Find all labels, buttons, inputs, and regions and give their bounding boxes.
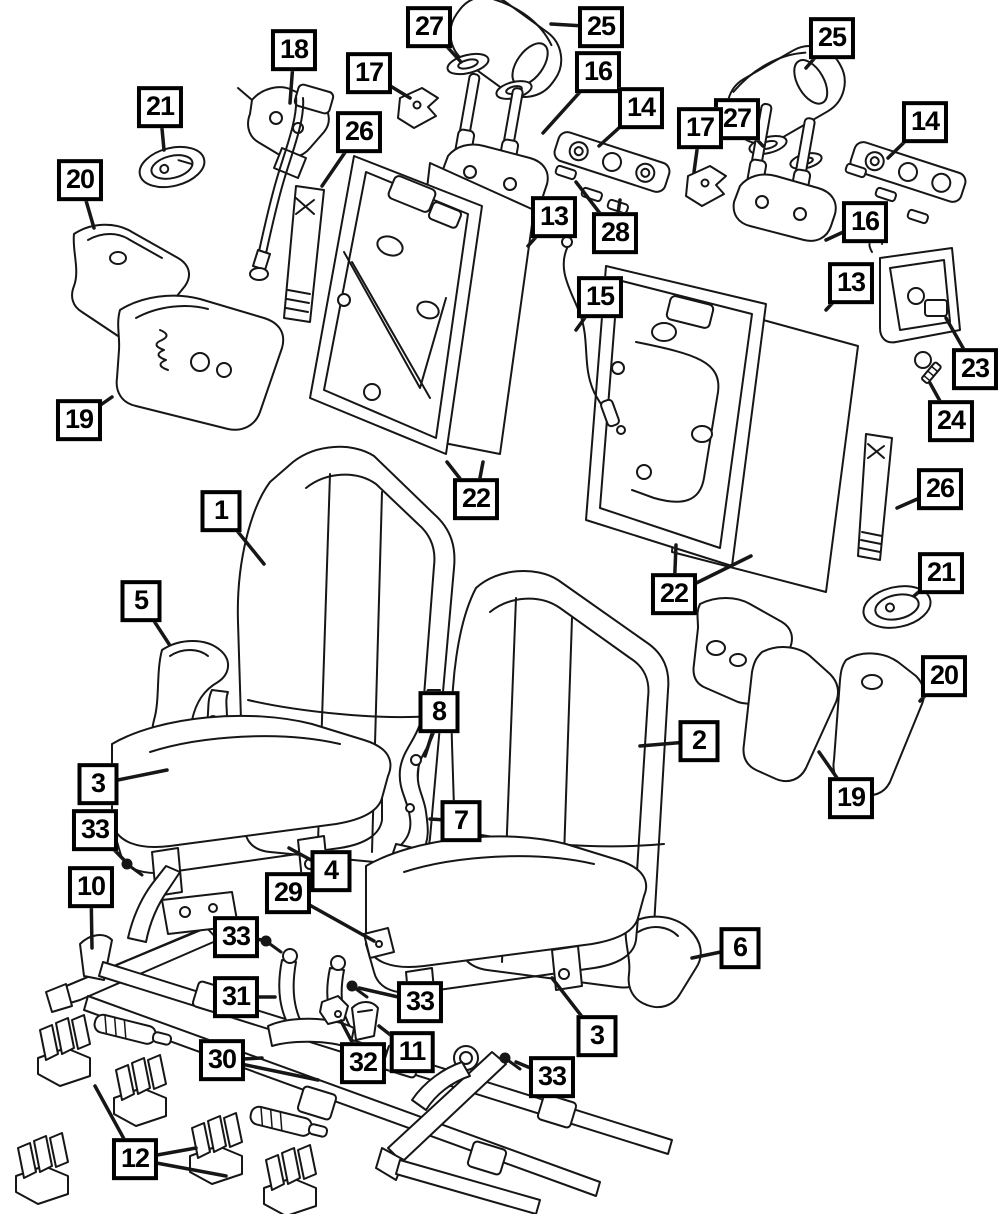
callout-29: 29 — [264, 872, 312, 914]
callout-30: 30 — [198, 1039, 246, 1081]
screw-icon — [260, 935, 283, 954]
isofix-guide-art — [113, 1054, 167, 1127]
seatback-frame-left-art — [309, 155, 535, 455]
release-cable-art — [561, 236, 626, 435]
callout-20: 20 — [920, 655, 968, 697]
callout-13: 13 — [530, 196, 578, 238]
seat-latch-release-art — [237, 83, 335, 281]
pivot-trim-right-art — [624, 915, 702, 1009]
callout-18: 18 — [270, 29, 318, 71]
support-bar-left-art — [553, 131, 671, 193]
callout-27: 27 — [405, 6, 453, 48]
callout-21: 21 — [136, 86, 184, 128]
cushion-frame-bracket-art — [363, 927, 395, 959]
callout-26: 26 — [916, 468, 964, 510]
callout-16: 16 — [574, 51, 622, 93]
callout-14: 14 — [901, 101, 949, 143]
latch-right-art — [868, 235, 961, 344]
callout-7: 7 — [440, 800, 482, 842]
callout-33: 33 — [396, 981, 444, 1023]
callout-16: 16 — [841, 201, 889, 243]
callout-24: 24 — [927, 400, 975, 442]
callout-31: 31 — [212, 976, 260, 1018]
callout-14: 14 — [617, 87, 665, 129]
callout-17: 17 — [676, 107, 724, 149]
callout-26: 26 — [335, 111, 383, 153]
callout-28: 28 — [591, 212, 639, 254]
headrest-left-art — [449, 0, 563, 98]
callout-11: 11 — [389, 1031, 435, 1073]
callout-8: 8 — [418, 691, 460, 733]
isofix-guide-art — [15, 1132, 69, 1205]
callout-6: 6 — [719, 927, 761, 969]
callout-25: 25 — [808, 17, 856, 59]
callout-1: 1 — [200, 490, 242, 532]
callout-20: 20 — [56, 159, 104, 201]
isofix-guide-art — [263, 1144, 317, 1214]
callout-25: 25 — [577, 6, 625, 48]
callout-4: 4 — [310, 850, 352, 892]
callout-17: 17 — [345, 52, 393, 94]
callout-19: 19 — [827, 777, 875, 819]
callout-5: 5 — [120, 580, 162, 622]
callout-2: 2 — [678, 720, 720, 762]
callout-3: 3 — [576, 1015, 618, 1057]
quarter-trim-left-art — [115, 294, 285, 431]
callout-19: 19 — [55, 399, 103, 441]
isofix-guide-art — [37, 1014, 91, 1087]
callout-22: 22 — [452, 478, 500, 520]
callout-12: 12 — [111, 1138, 159, 1180]
callout-33: 33 — [212, 916, 260, 958]
seatback-frame-right-art — [585, 265, 859, 593]
callout-32: 32 — [339, 1042, 387, 1084]
support-bar-right-art — [849, 141, 967, 203]
callout-33: 33 — [71, 809, 119, 851]
trim-right-art — [692, 597, 925, 797]
belt-strap-right-art — [857, 433, 893, 561]
callout-23: 23 — [951, 348, 999, 390]
pivot-bolt-art — [914, 351, 942, 384]
callout-22: 22 — [650, 573, 698, 615]
bezel-left-art — [138, 145, 206, 189]
riser-mech-right-art — [732, 102, 837, 242]
belt-strap-left-art — [283, 185, 325, 323]
callout-15: 15 — [576, 276, 624, 318]
callout-21: 21 — [917, 552, 965, 594]
wedge-bracket-art — [351, 1001, 379, 1041]
callout-33: 33 — [528, 1056, 576, 1098]
callout-13: 13 — [827, 262, 875, 304]
latch-cam-art — [319, 995, 349, 1025]
callout-10: 10 — [67, 866, 115, 908]
clips-right-art — [844, 162, 929, 225]
rail-right-art — [375, 1045, 541, 1214]
callout-3: 3 — [77, 763, 119, 805]
headrest-guide-right-art — [685, 165, 727, 207]
